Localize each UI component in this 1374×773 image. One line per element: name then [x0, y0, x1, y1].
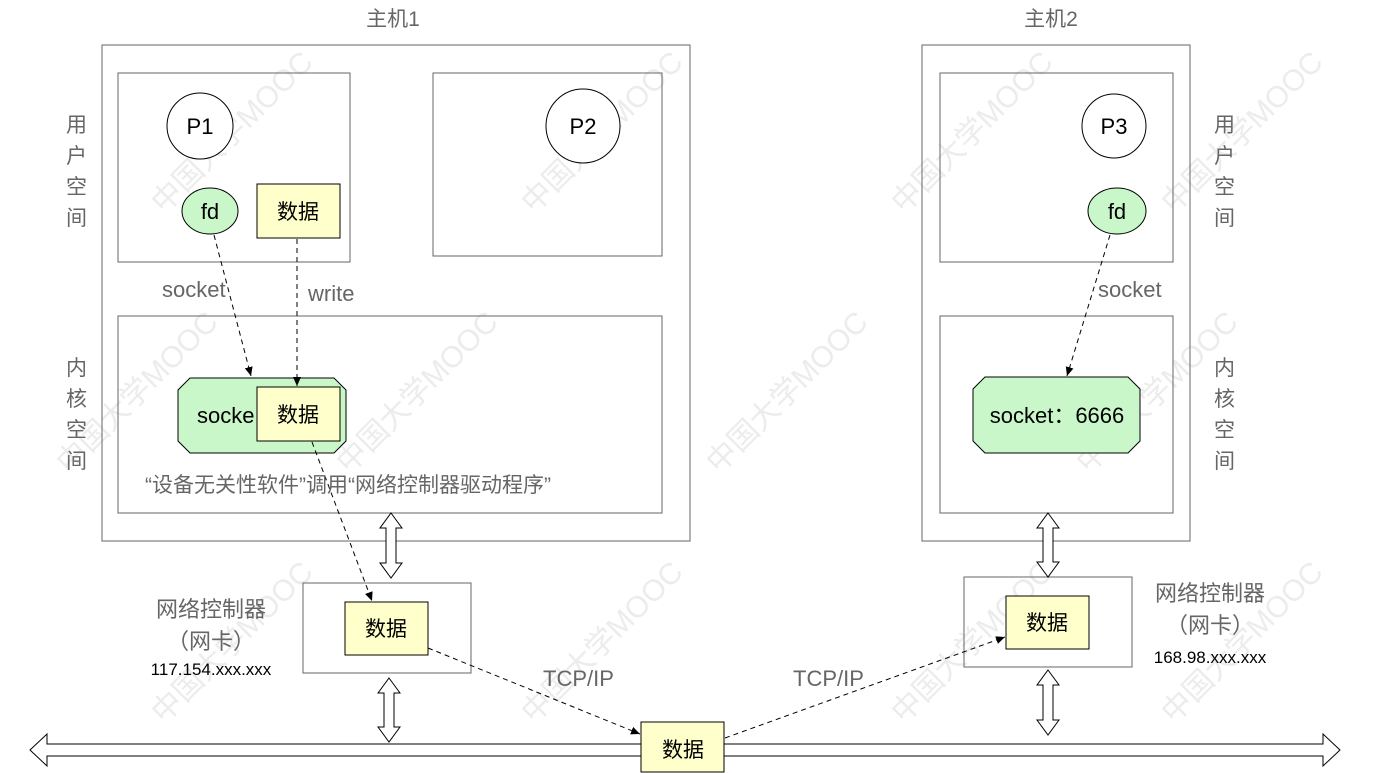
protocol-label-right: TCP/IP	[793, 666, 864, 691]
host1-title: 主机1	[366, 8, 420, 31]
host1-kernel-note: “设备无关性软件”调用“网络控制器驱动程序”	[145, 474, 551, 497]
process-p3-label: P3	[1101, 114, 1128, 139]
nic1-network-double-arrow	[377, 677, 401, 743]
host1-fd-ellipse	[181, 187, 239, 235]
process-p1-label: P1	[187, 114, 214, 139]
host2-nic-label: 网络控制器	[1155, 581, 1265, 606]
host2-nic-ip: 168.98.xxx.xxx	[1154, 648, 1267, 667]
host2-kernel-space-label: 内核空间	[1214, 357, 1235, 473]
host1-nic-box	[302, 582, 472, 674]
network-data-box	[640, 721, 725, 773]
host1-socket-call-label: socket	[162, 277, 226, 302]
host1-nic-sublabel: （网卡）	[167, 629, 255, 654]
process-p1-circle	[166, 92, 234, 160]
host1-user-space-label: 用户空间	[66, 114, 87, 230]
host1-kernel-socket-label: socke	[197, 403, 254, 428]
host2-box	[921, 44, 1191, 542]
host1-user-data-box	[256, 183, 341, 239]
host2-kernel-nic-double-arrow	[1036, 512, 1060, 578]
host1-write-call-label: write	[307, 281, 354, 306]
host1-fd-label: fd	[201, 199, 219, 224]
process-p2-label: P2	[570, 114, 597, 139]
host1-kernel-nic-double-arrow	[379, 512, 403, 579]
host2-fd-ellipse	[1087, 187, 1147, 235]
host2-kernel-socket-label: socket：6666	[990, 403, 1125, 428]
host2-nic-sublabel: （网卡）	[1166, 613, 1254, 638]
host2-title: 主机2	[1024, 8, 1078, 31]
host1-nic-label: 网络控制器	[156, 597, 266, 622]
host1-nic-ip: 117.154.xxx.xxx	[151, 660, 272, 679]
host1-kernel-data-box	[256, 386, 341, 442]
host1-socket-call-arrow	[213, 234, 253, 377]
nic2-network-double-arrow	[1036, 669, 1060, 736]
host1-user-data-label: 数据	[277, 201, 319, 224]
host2-user-space-label: 用户空间	[1214, 114, 1235, 230]
process-p2-circle	[545, 88, 621, 164]
host1-kernel-space-box	[117, 315, 663, 514]
host2-user-space-box	[939, 72, 1174, 263]
host1-user-space-p1-box	[117, 72, 351, 263]
nic1-to-network-arrow	[427, 647, 641, 735]
host2-socket-call-label: socket	[1098, 277, 1162, 302]
host1-user-space-p2-box	[432, 72, 663, 257]
host2-nic-data-box	[1005, 595, 1090, 650]
process-p3-circle	[1081, 93, 1147, 159]
host2-socket-call-arrow	[1065, 234, 1111, 377]
host2-nic-data-label: 数据	[1026, 612, 1068, 635]
host2-fd-label: fd	[1108, 199, 1126, 224]
host2-kernel-socket-shape	[972, 376, 1141, 454]
network-data-label: 数据	[662, 739, 704, 762]
host1-kernel-space-label: 内核空间	[66, 357, 87, 473]
protocol-label-left: TCP/IP	[543, 666, 614, 691]
host2-kernel-space-box	[939, 315, 1174, 514]
host1-kernel-to-nic-arrow	[311, 441, 373, 602]
network-to-nic2-arrow	[724, 636, 1006, 739]
host1-nic-data-box	[344, 601, 429, 656]
host1-nic-data-label: 数据	[365, 618, 407, 641]
host1-kernel-data-label: 数据	[277, 404, 319, 427]
